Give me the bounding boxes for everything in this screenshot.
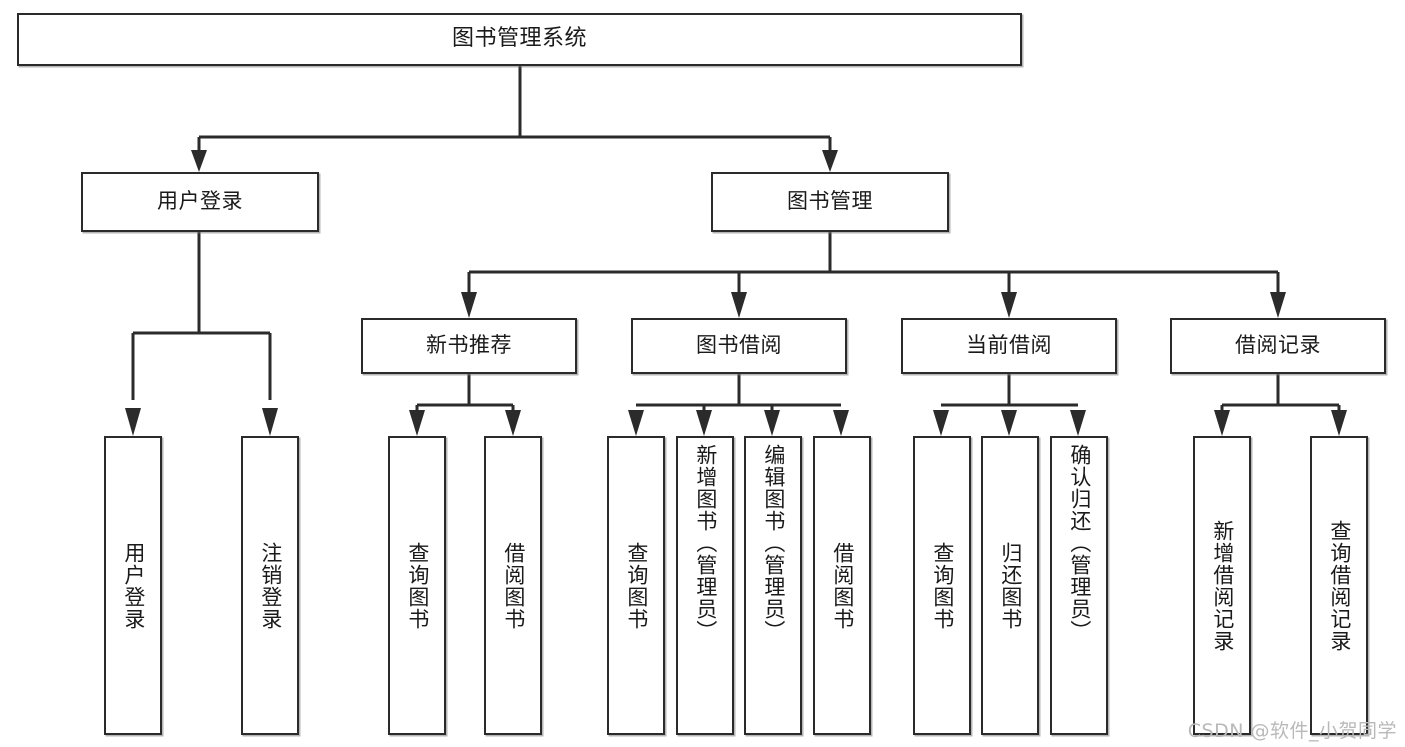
leaf-logout[interactable]: 注销登录 — [241, 436, 299, 735]
arrow-br-leaf1 — [1214, 410, 1230, 436]
leaf-br-query-record[interactable]: 查询借阅记录 — [1310, 436, 1368, 735]
leaf-br-query-record-label: 查询借阅记录 — [1327, 519, 1352, 652]
arrow-leaf-user-login — [125, 408, 141, 436]
node-book-borrow[interactable]: 图书借阅 — [631, 318, 847, 374]
leaf-user-login[interactable]: 用户登录 — [104, 436, 162, 735]
leaf-cb-query-book-label: 查询图书 — [930, 541, 955, 630]
node-book-management-label: 图书管理 — [787, 189, 873, 214]
leaf-user-login-label: 用户登录 — [121, 541, 146, 630]
node-borrow-records[interactable]: 借阅记录 — [1170, 318, 1386, 374]
arrow-user-login — [191, 150, 207, 172]
leaf-nb-borrow-book[interactable]: 借阅图书 — [484, 436, 542, 735]
arrow-bb-leaf3 — [764, 410, 780, 436]
arrow-borrow-records — [1270, 292, 1286, 318]
node-book-management[interactable]: 图书管理 — [711, 172, 949, 232]
arrow-bb-leaf2 — [696, 410, 712, 436]
node-new-book-recommend-label: 新书推荐 — [426, 333, 512, 358]
node-current-borrow-label: 当前借阅 — [966, 333, 1052, 358]
node-current-borrow[interactable]: 当前借阅 — [901, 318, 1117, 374]
node-new-book-recommend[interactable]: 新书推荐 — [361, 318, 577, 374]
node-borrow-records-label: 借阅记录 — [1235, 333, 1321, 358]
node-book-borrow-label: 图书借阅 — [696, 333, 782, 358]
leaf-bb-edit-book-label: 编辑图书（管理员） — [761, 444, 786, 642]
leaf-br-add-record-label: 新增借阅记录 — [1210, 519, 1235, 652]
leaf-bb-query-book[interactable]: 查询图书 — [607, 436, 665, 735]
arrow-current-borrow — [1001, 292, 1017, 318]
leaf-cb-return-book-label: 归还图书 — [998, 541, 1023, 630]
leaf-bb-edit-book[interactable]: 编辑图书（管理员） — [744, 436, 802, 735]
arrow-cb-leaf2 — [1001, 410, 1017, 436]
leaf-br-add-record[interactable]: 新增借阅记录 — [1193, 436, 1251, 735]
leaf-nb-query-book-label: 查询图书 — [405, 541, 430, 630]
node-user-login-label: 用户登录 — [157, 189, 243, 214]
arrow-bb-leaf1 — [628, 410, 644, 436]
node-root-system[interactable]: 图书管理系统 — [17, 13, 1022, 66]
arrow-cb-leaf3 — [1070, 410, 1086, 436]
arrow-br-leaf2 — [1331, 410, 1347, 436]
leaf-cb-confirm-return-label: 确认归还（管理员） — [1067, 444, 1092, 642]
leaf-bb-borrow-book[interactable]: 借阅图书 — [813, 436, 871, 735]
leaf-bb-query-book-label: 查询图书 — [624, 541, 649, 630]
leaf-cb-return-book[interactable]: 归还图书 — [981, 436, 1039, 735]
leaf-cb-confirm-return[interactable]: 确认归还（管理员） — [1050, 436, 1108, 735]
leaf-bb-add-book-label: 新增图书（管理员） — [693, 444, 718, 642]
arrow-nb-leaf1 — [409, 410, 425, 436]
arrow-book-borrow — [731, 292, 747, 318]
arrow-nb-leaf2 — [505, 410, 521, 436]
arrow-book-manage — [822, 150, 838, 172]
arrow-cb-leaf1 — [933, 410, 949, 436]
leaf-cb-query-book[interactable]: 查询图书 — [913, 436, 971, 735]
node-root-system-label: 图书管理系统 — [451, 26, 587, 52]
arrow-leaf-logout — [262, 408, 278, 436]
arrow-bb-leaf4 — [833, 410, 849, 436]
arrow-new-book — [461, 292, 477, 318]
csdn-watermark: CSDN @软件_小贺同学 — [1187, 720, 1397, 742]
node-user-login[interactable]: 用户登录 — [81, 172, 319, 232]
leaf-nb-query-book[interactable]: 查询图书 — [388, 436, 446, 735]
leaf-bb-add-book[interactable]: 新增图书（管理员） — [676, 436, 734, 735]
leaf-nb-borrow-book-label: 借阅图书 — [501, 541, 526, 630]
leaf-logout-label: 注销登录 — [258, 541, 283, 630]
leaf-bb-borrow-book-label: 借阅图书 — [830, 541, 855, 630]
